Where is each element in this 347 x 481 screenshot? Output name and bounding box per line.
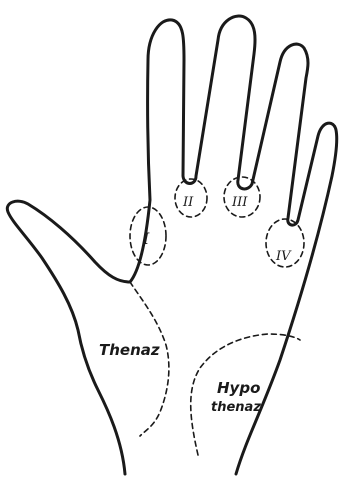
thenar-label: Thenaz — [99, 341, 160, 359]
area-1-label: I — [142, 229, 150, 248]
hypothenar-label-line1: Hypo — [217, 379, 260, 397]
area-3-label: III — [231, 195, 248, 210]
area-2-label: II — [182, 195, 194, 210]
hand-outline — [7, 16, 336, 474]
area-4-label: IV — [275, 249, 292, 264]
thenar-boundary — [130, 282, 169, 436]
hypothenar-label-line2: thenaz — [211, 400, 261, 415]
